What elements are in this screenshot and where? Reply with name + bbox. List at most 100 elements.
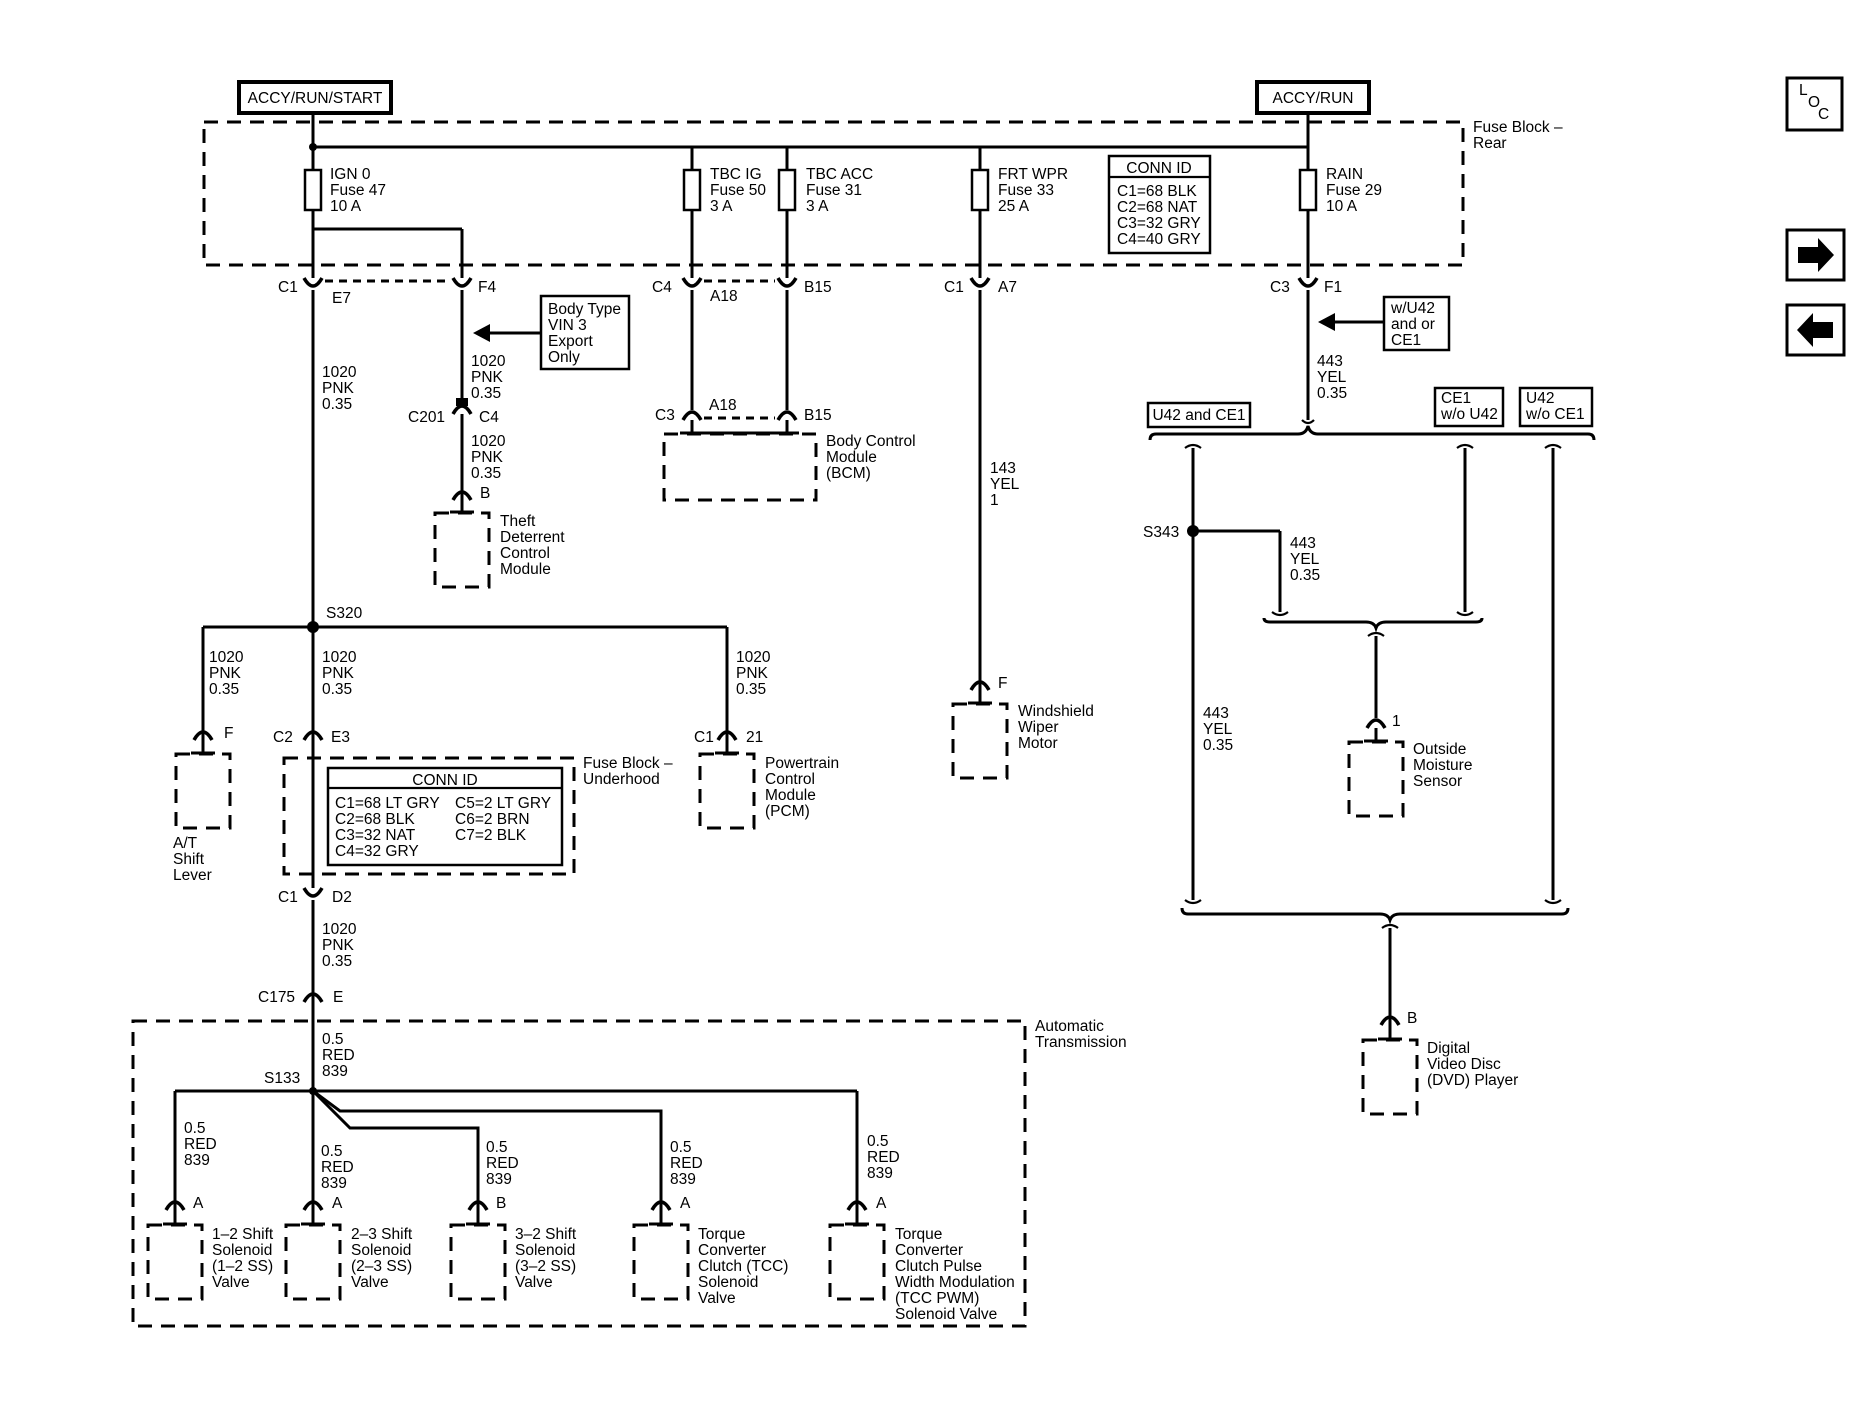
loc-button[interactable]: L O C (1785, 76, 1844, 132)
diagram-label: O (1808, 94, 1820, 111)
diagram-label: Module (826, 449, 877, 466)
next-button[interactable] (1785, 228, 1846, 282)
diagram-label: PNK (322, 380, 355, 397)
arrow-left-icon (1797, 313, 1833, 347)
wire-segment (309, 143, 317, 151)
diagram-label: 0.5 (184, 1120, 206, 1137)
wire-segment (1433, 386, 1505, 428)
diagram-label: TBC IG (710, 166, 762, 183)
diagram-label: 3 A (806, 198, 829, 215)
diagram-label: 3–2 Shift (515, 1226, 577, 1243)
fuse-rain: RAIN Fuse 29 10 A (1298, 166, 1382, 215)
windshield-wiper-motor: Windshield Wiper Motor (951, 702, 1094, 780)
diagram-label: 1 (990, 492, 999, 509)
solenoid-tcc: A Torque Converter Clutch (TCC) Solenoid… (632, 1195, 788, 1307)
dvd-player: Digital Video Disc (DVD) Player (1361, 1038, 1518, 1116)
diagram-label: Fuse 33 (998, 182, 1054, 199)
diagram-label: Valve (351, 1274, 389, 1291)
diagram-label: Clutch Pulse (895, 1258, 982, 1275)
diagram-label: A/T (173, 835, 198, 852)
wire-segment (449, 1223, 507, 1301)
power-label: ACCY/RUN/START (248, 90, 383, 107)
prev-button[interactable] (1785, 303, 1846, 357)
outside-moisture-sensor: Outside Moisture Sensor (1347, 740, 1472, 818)
wire-segment (1456, 611, 1474, 617)
arrow-right-icon (1798, 238, 1834, 272)
wire-segment (311, 1089, 480, 1210)
power-label: ACCY/RUN (1273, 90, 1354, 107)
diagram-label: S133 (264, 1070, 300, 1087)
option-ce1-wo-u42: CE1 w/o U42 (1433, 386, 1505, 428)
diagram-label: Digital (1427, 1040, 1470, 1057)
diagram-label: Module (765, 787, 816, 804)
diagram-label: IGN 0 (330, 166, 371, 183)
note-w-u42-ce1: w/U42 and or CE1 (1318, 295, 1451, 352)
diagram-label: RED (670, 1155, 703, 1172)
diagram-label: Theft (500, 513, 536, 530)
diagram-label: Fuse 31 (806, 182, 862, 199)
wire-segment (1318, 313, 1335, 331)
diagram-label: Converter (895, 1242, 963, 1259)
diagram-label: Converter (698, 1242, 766, 1259)
diagram-label: 0.35 (471, 465, 501, 482)
diagram-label: C5=2 LT GRY (455, 795, 551, 812)
diagram-label: Lever (173, 867, 212, 884)
diagram-label: Motor (1018, 735, 1058, 752)
diagram-label: 2–3 Shift (351, 1226, 413, 1243)
connector-wiper-f (969, 680, 991, 691)
diagram-label: PNK (322, 937, 355, 954)
fuse-ign0: IGN 0 Fuse 47 10 A (303, 166, 386, 215)
diagram-label: C4 (479, 409, 499, 426)
diagram-label: PNK (322, 665, 355, 682)
wire-segment (1298, 168, 1318, 212)
diagram-label: Fuse Block – (583, 755, 673, 772)
diagram-label: C3 (655, 407, 675, 424)
wire-segment (1347, 740, 1405, 818)
diagram-label: B15 (804, 407, 832, 424)
theft-deterrent-control-module: Theft Deterrent Control Module (433, 511, 565, 589)
fuse-block-underhood-conn-id: CONN ID C1=68 LT GRY C2=68 BLK C3=32 NAT… (326, 766, 564, 867)
solenoid-1-2-shift: A 1–2 Shift Solenoid (1–2 SS) Valve (146, 1195, 274, 1301)
diagram-label: Sensor (1413, 773, 1462, 790)
diagram-label: Solenoid (515, 1242, 575, 1259)
solenoid-tcc-pwm: A Torque Converter Clutch Pulse Width Mo… (828, 1195, 1015, 1323)
diagram-label: 1020 (322, 364, 357, 381)
diagram-label: RAIN (1326, 166, 1363, 183)
wire-segment (1271, 611, 1289, 617)
diagram-label: 1020 (471, 433, 506, 450)
wire-segment (777, 168, 797, 212)
diagram-label: S343 (1143, 524, 1179, 541)
diagram-label: 1–2 Shift (212, 1226, 274, 1243)
diagram-label: C (1818, 106, 1829, 123)
wire-segment (467, 1200, 489, 1211)
connector-dvd-b (1379, 1015, 1401, 1026)
diagram-label: FRT WPR (998, 166, 1068, 183)
diagram-label: B (1407, 1010, 1417, 1027)
wire-segment (302, 1200, 324, 1211)
diagram-label: 443 (1290, 535, 1316, 552)
diagram-label: F (998, 675, 1007, 692)
diagram-label: 1 (1392, 713, 1401, 730)
wire-segment (146, 1223, 204, 1301)
powertrain-control-module: Powertrain Control Module (PCM) (698, 752, 839, 830)
wire-segment (1184, 899, 1202, 905)
wire-segment (237, 80, 393, 115)
diagram-label: A18 (710, 288, 738, 305)
diagram-label: CONN ID (1126, 160, 1191, 177)
diagram-label: Transmission (1035, 1034, 1127, 1051)
diagram-label: B (496, 1195, 506, 1212)
wire-segment (1456, 443, 1474, 449)
diagram-label: CE1 (1391, 332, 1421, 349)
diagram-label: Control (500, 545, 550, 562)
diagram-label: C1 (944, 279, 964, 296)
automatic-transmission-outline (131, 1019, 1027, 1328)
wire-segment (1180, 907, 1570, 925)
wire-segment (1785, 228, 1846, 282)
diagram-label: 143 (990, 460, 1016, 477)
diagram-label: RED (486, 1155, 519, 1172)
diagram-label: Valve (698, 1290, 736, 1307)
wire-segment (1544, 443, 1562, 449)
diagram-label: Fuse 47 (330, 182, 386, 199)
